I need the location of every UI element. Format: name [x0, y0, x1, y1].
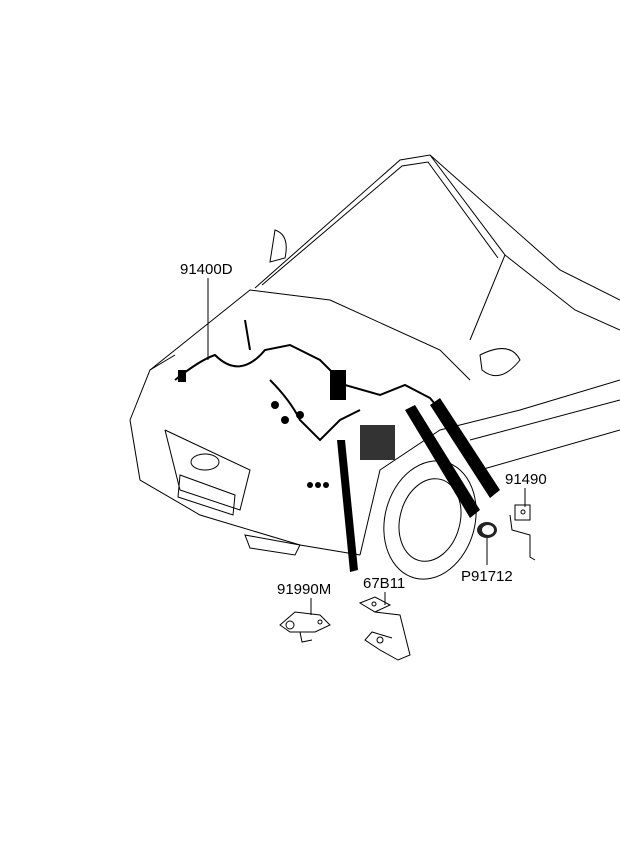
grommet-icon	[477, 522, 497, 538]
part-91490[interactable]: 91490	[505, 471, 547, 561]
part-67B11[interactable]: 67B11	[358, 575, 411, 661]
bracket-icon	[358, 596, 411, 661]
part-91990M[interactable]: 91990M	[277, 581, 331, 643]
part-91400D[interactable]: 91400D	[180, 261, 233, 360]
part-label-91990m[interactable]: 91990M	[277, 581, 331, 598]
part-P91712[interactable]: P91712	[461, 522, 513, 585]
part-label-91490[interactable]: 91490	[505, 471, 547, 488]
bracket-icon	[279, 611, 331, 643]
part-label-67b11[interactable]: 67B11	[363, 575, 405, 592]
bracket-icon	[509, 504, 536, 561]
part-label-91400d[interactable]: 91400D	[180, 261, 233, 278]
car-body-outline	[129, 154, 620, 580]
wiring-harness	[174, 319, 441, 488]
leader-bands	[337, 398, 500, 572]
part-label-p91712[interactable]: P91712	[461, 568, 513, 585]
